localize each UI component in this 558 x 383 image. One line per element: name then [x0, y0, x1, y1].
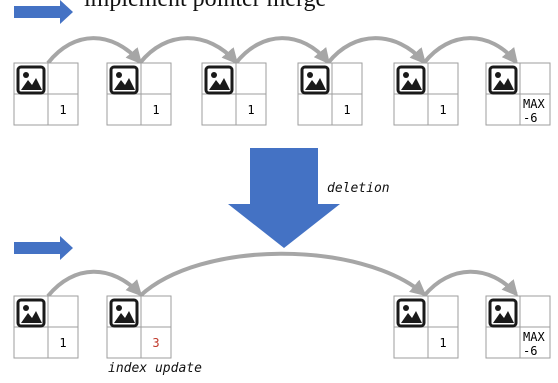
list-node: 1	[13, 295, 79, 359]
deletion-arrow	[228, 148, 340, 248]
list-node-tail: MAX -6	[485, 62, 552, 126]
node-index-max: MAX -6	[523, 97, 552, 125]
node-index: 1	[439, 103, 446, 117]
max-line-1: MAX	[523, 97, 545, 111]
node-index: 1	[59, 336, 66, 350]
max-line-1: MAX	[523, 330, 545, 344]
top-row-nodes: 1 1 1 1	[13, 62, 552, 126]
entry-arrow-bottom	[14, 236, 73, 260]
list-node-tail: MAX -6	[485, 295, 552, 359]
node-index: 1	[439, 336, 446, 350]
list-node: 1	[393, 295, 459, 359]
list-node: 1	[297, 62, 363, 126]
top-row-links	[46, 36, 519, 65]
image-icon	[109, 65, 139, 95]
bottom-row-nodes: 1 3 1 MAX -6	[13, 295, 552, 359]
image-icon	[488, 65, 518, 95]
image-icon	[109, 298, 139, 328]
diagram-title: implement pointer merge	[84, 0, 326, 13]
node-index: 1	[343, 103, 350, 117]
deletion-label: deletion	[327, 181, 390, 196]
list-node: 1	[13, 62, 79, 126]
node-index: 1	[59, 103, 66, 117]
bottom-row-links	[46, 251, 519, 298]
list-node: 1	[393, 62, 459, 126]
node-index-updated: 3	[152, 336, 159, 350]
list-node: 1	[106, 62, 172, 126]
list-node-updated: 3	[106, 295, 172, 359]
node-index: 1	[152, 103, 159, 117]
node-index: 1	[247, 103, 254, 117]
list-node: 1	[201, 62, 267, 126]
image-icon	[396, 298, 426, 328]
max-line-2: -6	[523, 344, 537, 358]
node-index-max: MAX -6	[523, 330, 552, 358]
max-line-2: -6	[523, 111, 537, 125]
image-icon	[488, 298, 518, 328]
image-icon	[396, 65, 426, 95]
image-icon	[16, 298, 46, 328]
image-icon	[300, 65, 330, 95]
image-icon	[204, 65, 234, 95]
entry-arrow-top	[14, 0, 73, 24]
image-icon	[16, 65, 46, 95]
index-update-label: index update	[108, 361, 202, 376]
